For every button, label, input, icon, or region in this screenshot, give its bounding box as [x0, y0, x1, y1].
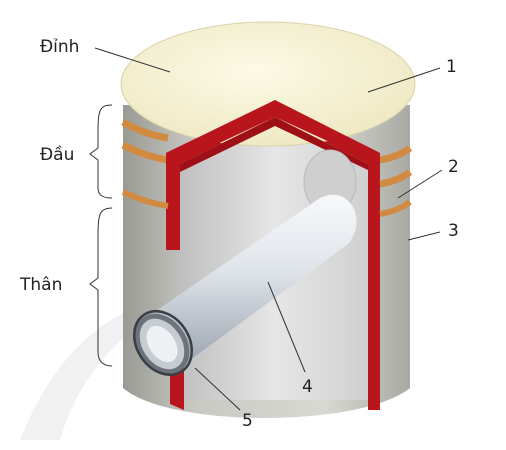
leader-lines	[89, 47, 443, 411]
callout-3: 3	[448, 221, 459, 241]
callout-4: 4	[302, 377, 313, 397]
watermark-swoosh	[20, 290, 200, 440]
snap-ring	[133, 310, 193, 376]
label-than: Thân	[19, 275, 62, 295]
callout-1: 1	[446, 57, 457, 77]
section-skirt-left	[170, 368, 184, 410]
callout-2: 2	[448, 157, 459, 177]
gudgeon-pin	[140, 194, 357, 366]
label-dau: Đầu	[40, 144, 74, 165]
pin-bore	[146, 325, 178, 363]
piston-crown	[120, 21, 416, 147]
label-dinh: Đỉnh	[40, 37, 79, 57]
callout-5: 5	[242, 411, 253, 431]
piston-rings	[121, 118, 413, 217]
crown-cut	[166, 100, 380, 168]
